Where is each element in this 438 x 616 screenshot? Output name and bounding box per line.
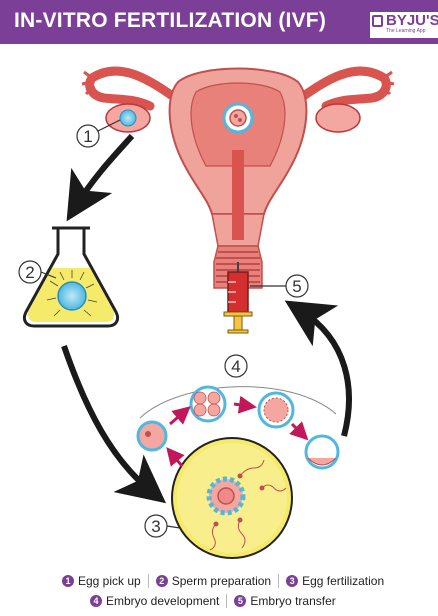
ivf-diagram: 1 2 (0, 0, 438, 568)
arrow-flask-to-fertilization (64, 346, 152, 492)
legend-item-embryo-development: 4 Embryo development (90, 594, 219, 608)
step-2-label: 2 (25, 263, 34, 282)
cervical-canal (232, 150, 244, 240)
legend-badge: 5 (234, 595, 246, 607)
step-4-label: 4 (231, 357, 240, 376)
step-3-label: 3 (151, 517, 160, 536)
legend-badge: 4 (90, 595, 102, 607)
legend-row-1: 1 Egg pick up 2 Sperm preparation 3 Egg … (62, 574, 384, 588)
legend-label: Egg pick up (78, 574, 141, 588)
step-4-marker: 4 (225, 355, 247, 377)
syringe-flange (224, 312, 252, 316)
syringe (224, 262, 252, 333)
step-5-label: 5 (292, 277, 301, 296)
dev-arrow-1 (170, 412, 184, 424)
dev-arrow-2 (234, 404, 248, 406)
legend-item-egg-fertilization: 3 Egg fertilization (286, 574, 384, 588)
development-arc (140, 387, 336, 418)
legend-label: Sperm preparation (172, 574, 271, 588)
blastocyst-stage (306, 436, 338, 468)
legend-badge: 2 (156, 575, 168, 587)
legend-badge: 3 (286, 575, 298, 587)
fertilization-dish (172, 438, 292, 558)
left-fallopian-tube (90, 71, 178, 106)
fertilizing-egg (209, 479, 243, 513)
four-cell-stage (191, 387, 225, 421)
dev-arrow-3 (292, 424, 302, 434)
flask-egg (58, 282, 86, 310)
legend-item-embryo-transfer: 5 Embryo transfer (234, 594, 335, 608)
syringe-plunger (234, 316, 242, 330)
zygote-stage (138, 422, 166, 450)
uterus-illustration (82, 69, 394, 289)
legend: 1 Egg pick up 2 Sperm preparation 3 Egg … (0, 568, 438, 616)
legend-separator (278, 574, 279, 588)
step-1-label: 1 (83, 127, 92, 146)
legend-badge: 1 (62, 575, 74, 587)
legend-separator (148, 574, 149, 588)
right-fallopian-tube (298, 71, 386, 106)
legend-separator (226, 594, 227, 608)
morula-stage (259, 393, 293, 427)
legend-item-egg-pick-up: 1 Egg pick up (62, 574, 141, 588)
legend-label: Embryo transfer (250, 594, 335, 608)
right-ovary (316, 104, 360, 132)
legend-label: Embryo development (106, 594, 219, 608)
legend-item-sperm-preparation: 2 Sperm preparation (156, 574, 271, 588)
dev-arrow-4 (172, 454, 182, 466)
arrow-embryo-to-syringe (300, 310, 349, 436)
ovary-egg (120, 110, 136, 126)
legend-row-2: 4 Embryo development 5 Embryo transfer (90, 594, 336, 608)
legend-label: Egg fertilization (302, 574, 384, 588)
